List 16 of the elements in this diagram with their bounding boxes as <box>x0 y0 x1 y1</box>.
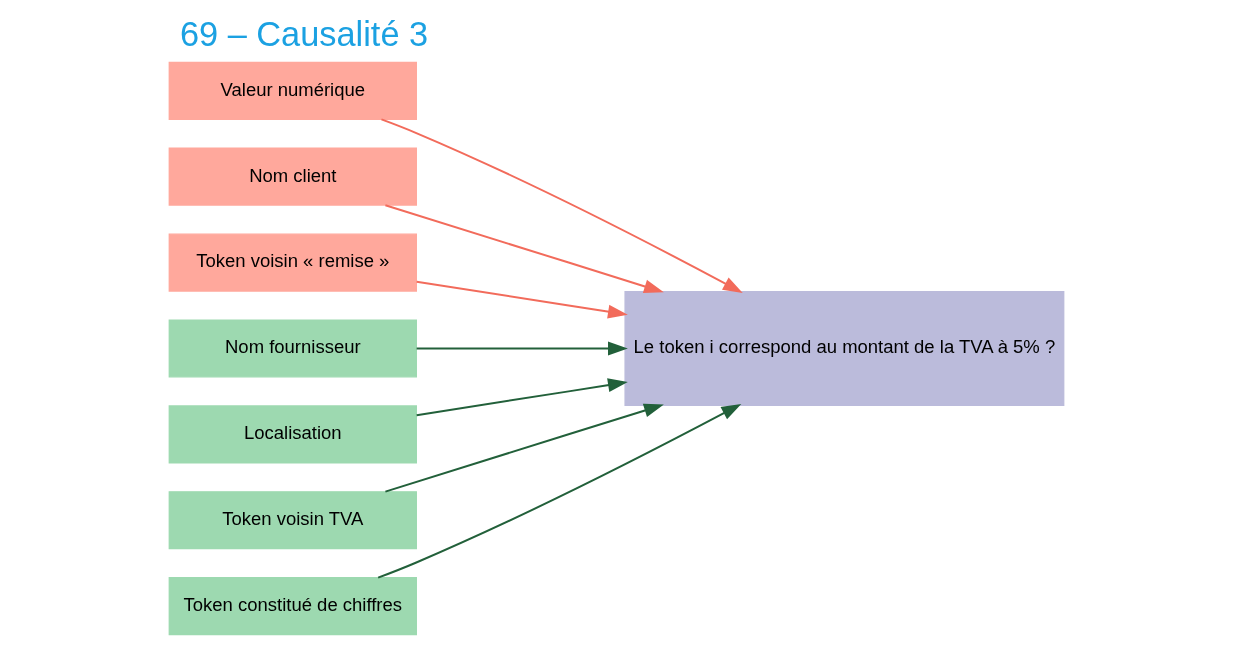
node-box: Nom client <box>168 147 417 206</box>
node-box: Token constitué de chiffres <box>168 577 417 636</box>
arrow <box>415 378 628 417</box>
node-box: Token voisin « remise » <box>168 233 417 292</box>
arrow <box>384 204 664 294</box>
node-box: Le token i correspond au montant de la TVA à 5% ? <box>624 290 1065 406</box>
node-box: Token voisin TVA <box>168 491 417 550</box>
diagram-title: 69 – Causalité 3 <box>179 15 429 54</box>
arrow <box>415 341 628 356</box>
arrow <box>415 280 628 319</box>
node-box: Nom fournisseur <box>168 319 417 378</box>
node-box: Localisation <box>168 405 417 464</box>
arrow <box>380 118 743 293</box>
arrow <box>384 403 664 493</box>
node-box: Valeur numérique <box>168 61 417 120</box>
arrow <box>377 403 742 579</box>
